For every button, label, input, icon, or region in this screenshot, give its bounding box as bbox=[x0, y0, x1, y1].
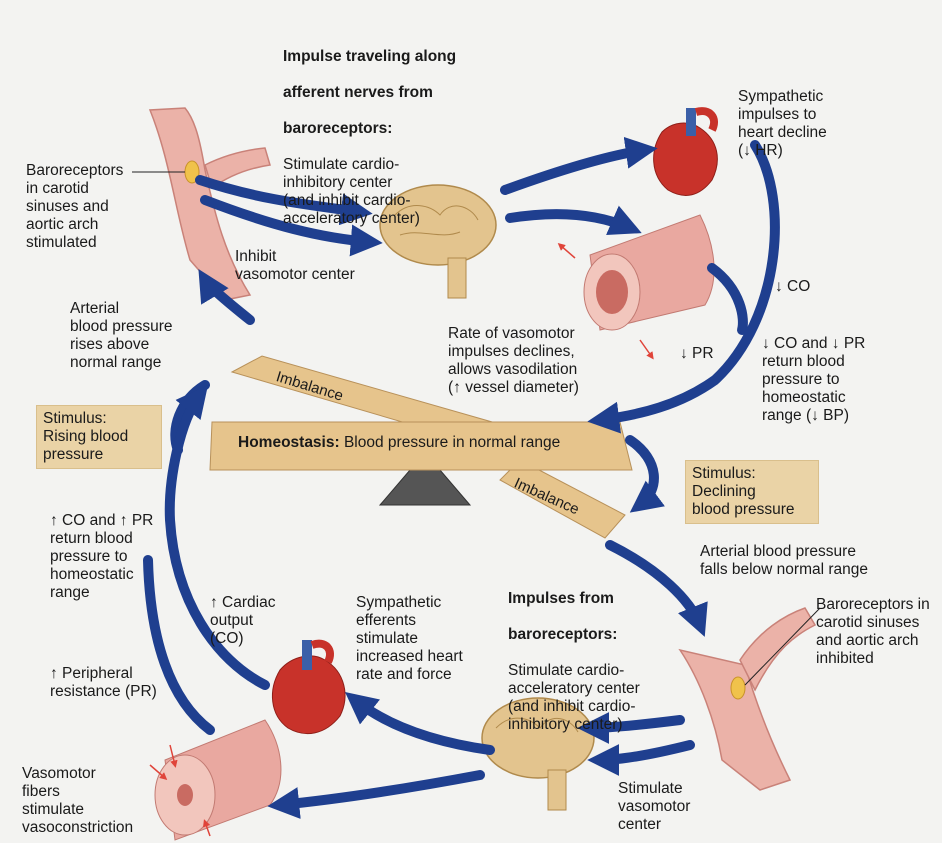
afferent-impulse-label: Impulse traveling along afferent nerves … bbox=[283, 30, 456, 246]
arterial-rises-label: Arterial blood pressure rises above norm… bbox=[70, 300, 173, 372]
heart-top bbox=[654, 108, 718, 195]
cardiac-output-label: ↑ Cardiac output (CO) bbox=[210, 594, 275, 648]
co-pr-up-return-label: ↑ CO and ↑ PR return blood pressure to h… bbox=[50, 512, 153, 602]
carotid-artery-bottom bbox=[680, 608, 815, 790]
afferent-impulse-title-3: baroreceptors: bbox=[283, 120, 456, 138]
vessel-bottom bbox=[150, 720, 281, 840]
heart-bottom bbox=[272, 640, 345, 734]
sympathetic-efferents-label: Sympathetic efferents stimulate increase… bbox=[356, 594, 463, 684]
arterial-falls-label: Arterial blood pressure falls below norm… bbox=[700, 543, 868, 579]
sympathetic-decline-label: Sympathetic impulses to heart decline (↓… bbox=[738, 88, 827, 160]
stimulus-rising-box: Stimulus: Rising blood pressure bbox=[36, 405, 162, 469]
stimulus-declining-box: Stimulus: Declining blood pressure bbox=[685, 460, 819, 524]
vasomotor-fibers-label: Vasomotor fibers stimulate vasoconstrict… bbox=[22, 765, 133, 837]
inhibit-vasomotor-label: Inhibit vasomotor center bbox=[235, 248, 355, 284]
peripheral-resistance-label: ↑ Peripheral resistance (PR) bbox=[50, 665, 157, 701]
baroreceptors-stimulated-label: Baroreceptors in carotid sinuses and aor… bbox=[26, 162, 123, 252]
homeostasis-text: Blood pressure in normal range bbox=[340, 434, 561, 451]
impulses-from-label: Impulses from baroreceptors: Stimulate c… bbox=[508, 572, 640, 752]
co-pr-down-return-label: ↓ CO and ↓ PR return blood pressure to h… bbox=[762, 335, 865, 425]
vasomotor-declines-label: Rate of vasomotor impulses declines, all… bbox=[448, 325, 579, 397]
afferent-impulse-title-1: Impulse traveling along bbox=[283, 48, 456, 66]
afferent-impulse-body: Stimulate cardio- inhibitory center (and… bbox=[283, 156, 456, 228]
pr-down-label: ↓ PR bbox=[680, 345, 714, 363]
baroreceptors-inhibited-label: Baroreceptors in carotid sinuses and aor… bbox=[816, 596, 930, 668]
stimulate-vasomotor-label: Stimulate vasomotor center bbox=[618, 780, 690, 834]
vessel-top bbox=[560, 215, 714, 357]
impulses-from-title-1: Impulses from bbox=[508, 590, 640, 608]
impulses-from-title-2: baroreceptors: bbox=[508, 626, 640, 644]
homeostasis-label: Homeostasis: Blood pressure in normal ra… bbox=[238, 434, 560, 452]
impulses-from-body: Stimulate cardio- acceleratory center (a… bbox=[508, 662, 640, 734]
homeostasis-title: Homeostasis: bbox=[238, 434, 340, 451]
co-down-label: ↓ CO bbox=[775, 278, 810, 296]
afferent-impulse-title-2: afferent nerves from bbox=[283, 84, 456, 102]
